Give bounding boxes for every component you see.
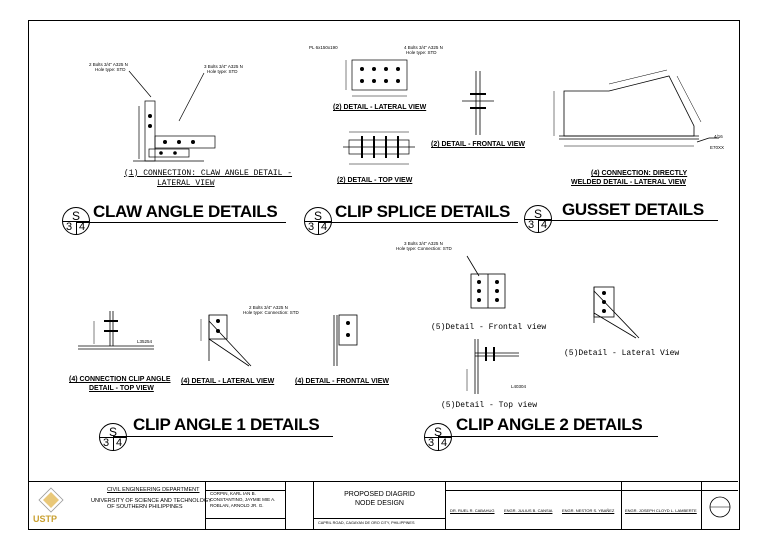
sheet-symbol — [709, 496, 731, 518]
splice-section-title: CLIP SPLICE DETAILS — [335, 202, 511, 221]
claw-bolts-note-b2: Hole type: STD — [207, 69, 238, 74]
clip2-lateral-caption: (5)Detail - Lateral View — [564, 349, 680, 358]
clip2-frontal-caption: (5)Detail - Frontal view — [431, 323, 547, 332]
clip1-top-caption-2: DETAIL - TOP VIEW — [89, 385, 154, 392]
clip1-lateral-drawing — [200, 314, 252, 367]
clip2-bolts-note: 3 Bolts 3/4" A325 N — [404, 241, 443, 246]
claw-angle-drawing — [128, 70, 216, 162]
clip-splice-top-drawing — [343, 131, 415, 165]
gusset-drawing — [553, 69, 719, 147]
title-block: USTP CIVIL ENGINEERING DEPARTMENT UNIVER… — [29, 481, 738, 530]
clip1-frontal-drawing — [333, 314, 358, 366]
clip1-lateral-caption: (4) DETAIL - LATERAL VIEW — [181, 378, 275, 385]
claw-caption-2: LATERAL VIEW — [157, 179, 215, 188]
engineer-3: ENGR. NESTOR S. YBAÑEZ — [562, 508, 615, 513]
clip2-top-caption: (5)Detail - Top view — [441, 401, 538, 410]
clip2-l-label: L40304 — [511, 384, 527, 389]
clip1-bolts-note: 2 Bolts 3/4" A325 N — [249, 305, 288, 310]
project-title-2: NODE DESIGN — [354, 500, 404, 507]
clip2-top-drawing — [466, 339, 519, 394]
clip1-bolts-note2: Hole type: Connection: STD — [243, 310, 299, 315]
claw-section-title: CLAW ANGLE DETAILS — [93, 202, 278, 221]
university-2: OF SOUTHERN PHILIPPINES — [107, 504, 183, 510]
engineer-2: ENGR. JULIUS B. CANSIA — [504, 508, 553, 513]
gusset-weld-note: 4/16 — [714, 134, 723, 139]
engineer-1: DR. RUEL R. CABAHUG — [450, 508, 495, 513]
clip2-section-title: CLIP ANGLE 2 DETAILS — [456, 415, 643, 434]
splice-bolts-note2: Hole type: STD — [406, 50, 437, 55]
splice-bolts-note: 4 Bolts 3/4" A325 N — [404, 45, 443, 50]
splice-top-caption: (2) DETAIL - TOP VIEW — [337, 177, 413, 184]
proponent-2: CONSTANTINO, JAYMIE MIE A. — [210, 497, 276, 502]
ustp-logo — [38, 487, 64, 513]
department: CIVIL ENGINEERING DEPARTMENT — [107, 487, 200, 493]
clip-splice-frontal-drawing — [462, 71, 494, 135]
claw-caption-1: (1) CONNECTION: CLAW ANGLE DETAIL - — [124, 169, 293, 178]
university-1: UNIVERSITY OF SCIENCE AND TECHNOLOGY — [91, 498, 212, 504]
proponent-3: ROBLAN, ARNOLD JR. G. — [210, 503, 264, 508]
clip1-l-label: L35254 — [137, 339, 153, 344]
clip2-frontal-drawing — [466, 255, 506, 309]
splice-plate-note: PL 6x150x190 — [309, 45, 338, 50]
gusset-caption-1: (4) CONNECTION: DIRECTLY — [591, 170, 688, 177]
project-location: CAPRIL ROAD, CAGAYAN DE ORO CITY, PHILIP… — [318, 521, 415, 525]
clip1-section-title: CLIP ANGLE 1 DETAILS — [133, 415, 320, 434]
splice-lateral-caption: (2) DETAIL - LATERAL VIEW — [333, 104, 427, 111]
engineer-4: ENGR. JOSEPH CLOYD L. LAMBERTE — [625, 508, 697, 513]
clip1-frontal-caption: (4) DETAIL - FRONTAL VIEW — [295, 378, 389, 385]
gusset-section-title: GUSSET DETAILS — [562, 200, 704, 219]
claw-bolts-note-a: 2 Bolts 3/4" A325 N — [89, 62, 128, 67]
clip1-top-drawing — [78, 311, 154, 350]
claw-bolts-note-a2: Hole type: STD — [95, 67, 126, 72]
gusset-exx-note: E70XX — [710, 145, 725, 150]
clip-splice-lateral-drawing — [345, 59, 408, 97]
drawing-sheet: 2 Bolts 3/4" A325 N Hole type: STD 3 Bol… — [28, 20, 740, 530]
claw-bolts-note-b: 3 Bolts 3/4" A325 N — [204, 64, 243, 69]
gusset-caption-2: WELDED DETAIL - LATERAL VIEW — [571, 179, 686, 186]
splice-frontal-caption: (2) DETAIL - FRONTAL VIEW — [431, 141, 525, 148]
logo-text: USTP — [33, 514, 58, 524]
clip2-bolts-note2: Hole type: Connection: STD — [396, 246, 452, 251]
clip1-top-caption-1: (4) CONNECTION CLIP ANGLE — [69, 376, 171, 383]
proponent-1: CORPIN, KARL IAN B. — [210, 491, 256, 496]
project-title-1: PROPOSED DIAGRID — [344, 491, 415, 498]
clip2-lateral-drawing — [593, 286, 640, 339]
